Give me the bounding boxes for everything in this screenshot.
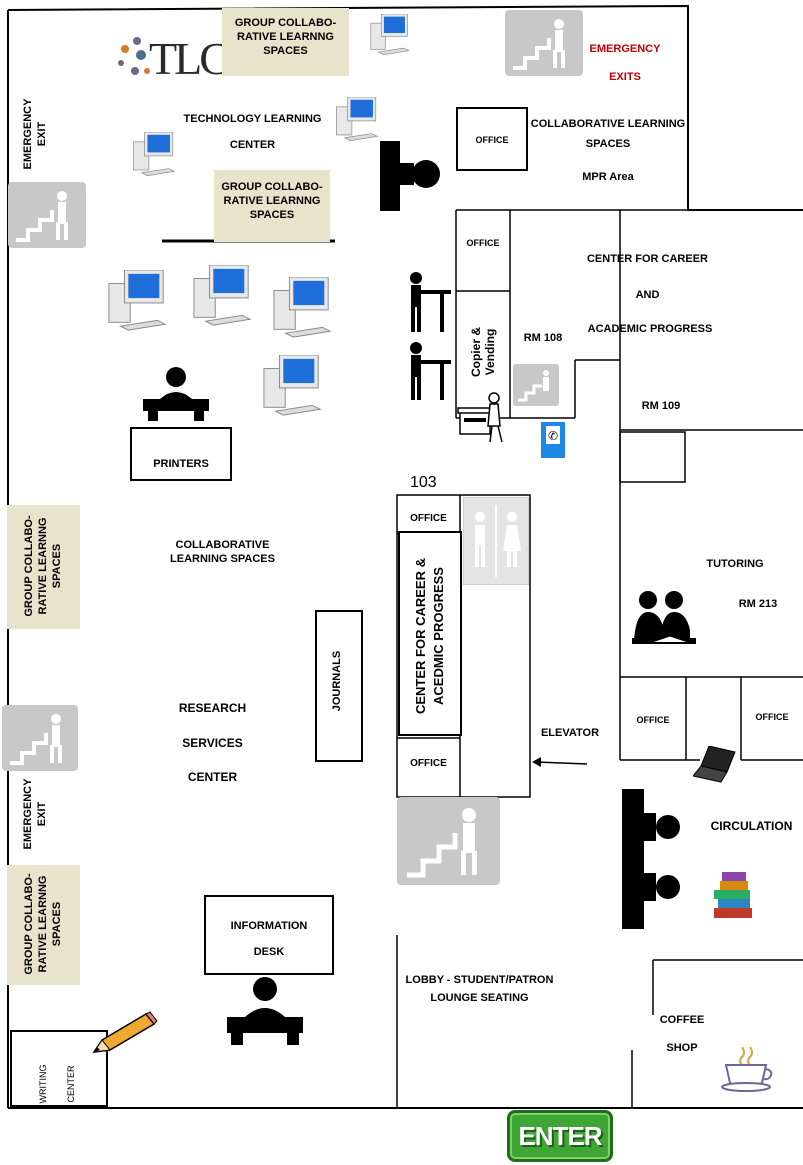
office-right-label-1: OFFICE: [636, 715, 670, 725]
research-label-2: SERVICES: [182, 736, 243, 750]
coffee-cup-icon: [721, 1046, 773, 1092]
computer-icon: [263, 355, 321, 416]
research-label-3: CENTER: [187, 770, 238, 784]
group-collab-left-bottom: GROUP COLLABO- RATIVE LEARNNG SPACES: [7, 865, 80, 985]
rm-213-label: RM 213: [738, 598, 778, 610]
elevator-label: ELEVATOR: [540, 727, 600, 739]
printer-attendant-icon: [143, 367, 209, 421]
copier-icon: [457, 392, 503, 443]
pencil-icon: [92, 1011, 158, 1053]
information-desk-box: INFORMATION DESK: [204, 895, 334, 975]
rm-108-label: RM 108: [523, 332, 563, 344]
standing-kiosk-icon: [410, 342, 451, 400]
group-collab-top-1: GROUP COLLABO- RATIVE LEARNNG SPACES: [222, 8, 349, 76]
center-career-top-label-1: CENTER FOR CAREER: [586, 253, 708, 265]
computer-icon: [370, 14, 410, 56]
office-103-label: OFFICE: [410, 513, 447, 524]
standing-kiosk-icon: [410, 272, 451, 332]
restroom-icon: [463, 497, 529, 585]
tlc-logo-dots-icon: [118, 37, 150, 75]
center-career-vertical-box: CENTER FOR CAREER & ACEDMIC PROGRESS: [398, 531, 462, 736]
emergency-exit-left-bottom-label: EMERGENCY EXIT: [22, 778, 48, 850]
office-top-box: OFFICE: [456, 107, 528, 171]
exit-stairs-icon-center: [397, 797, 500, 885]
collab-learning-spaces-label: COLLABORATIVE LEARNING SPACES: [170, 539, 275, 565]
tlc-logo-text: TLC: [149, 33, 230, 84]
writing-center-box: WRITING CENTER: [10, 1030, 108, 1107]
exit-stairs-icon-top: [505, 10, 583, 76]
svg-text:✆: ✆: [548, 429, 558, 443]
laptop-icon: [693, 746, 736, 783]
journals-box: JOURNALS: [315, 610, 363, 762]
exit-stairs-icon-left-bottom: [2, 705, 78, 771]
office-lower-label: OFFICE: [410, 758, 447, 769]
circulation-desk-icon: [622, 789, 680, 929]
tlc-logo: TLC: [115, 30, 230, 90]
exit-stairs-icon-left-top: [8, 182, 86, 248]
service-desk-icon: [380, 141, 440, 211]
enter-button[interactable]: ENTER: [507, 1110, 613, 1162]
circulation-label: CIRCULATION: [710, 819, 793, 833]
coffee-shop-label-2: SHOP: [666, 1042, 698, 1054]
rm-109-label: RM 109: [641, 400, 681, 412]
printers-box: PRINTERS: [130, 427, 232, 481]
room-103-label: 103: [410, 474, 437, 491]
copier-vending-label: Copier & Vending: [469, 327, 497, 378]
computer-icon: [108, 270, 166, 331]
office-right-label-2: OFFICE: [755, 712, 789, 722]
computer-icon: [273, 277, 331, 338]
group-collab-top-2: GROUP COLLABO- RATIVE LEARNNG SPACES: [214, 170, 330, 242]
tutoring-people-icon: [632, 591, 696, 644]
enter-button-label: ENTER: [518, 1121, 602, 1151]
center-career-top-label-2: AND: [635, 289, 660, 301]
books-icon: [714, 872, 752, 918]
tech-learning-center-label: TECHNOLOGY LEARNING CENTER: [183, 113, 322, 151]
research-label-1: RESEARCH: [178, 701, 247, 715]
emergency-exits-top-label: EMERGENCY EXITS: [589, 43, 661, 83]
coffee-shop-label-1: COFFEE: [659, 1014, 705, 1026]
phone-icon: ✆: [541, 422, 565, 458]
computer-icon: [336, 97, 378, 141]
tutoring-label: TUTORING: [706, 558, 764, 570]
computer-icon: [193, 265, 251, 326]
information-attendant-icon: [227, 977, 303, 1045]
lobby-label: LOBBY - STUDENT/PATRON LOUNGE SEATING: [405, 974, 554, 1004]
collab-spaces-mpr-label: COLLABORATIVE LEARNING SPACES: [530, 118, 686, 150]
group-collab-left-mid: GROUP COLLABO- RATIVE LEARNNG SPACES: [7, 505, 80, 629]
mpr-area-label: MPR Area: [582, 171, 634, 183]
emergency-exit-left-top-label: EMERGENCY EXIT: [22, 98, 48, 170]
exit-stairs-icon-rm108: [513, 364, 559, 406]
center-career-top-label-3: ACADEMIC PROGRESS: [587, 323, 713, 335]
office-2-label: OFFICE: [466, 238, 500, 248]
